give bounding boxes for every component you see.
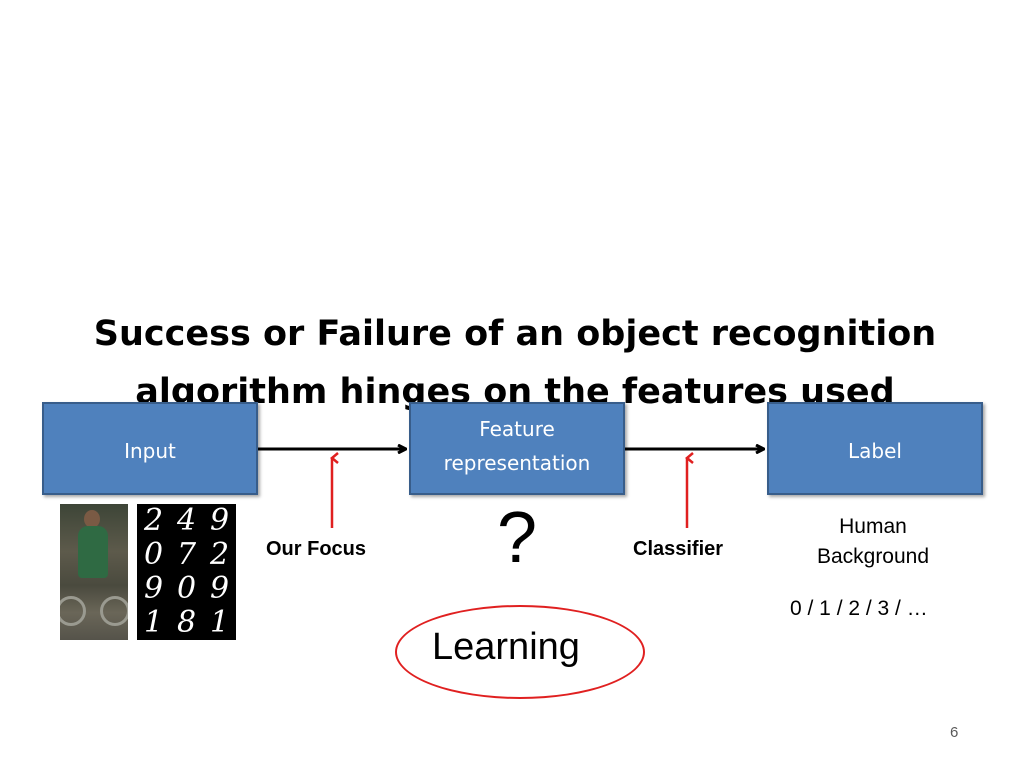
handwritten-digits-image: 2 4 9 0 7 2 9 0 9 1 8 1 [137,504,236,640]
slide-title: Success or Failure of an object recognit… [93,314,937,412]
learning-ellipse [395,605,645,699]
digit: 7 [176,537,197,572]
digit: 9 [143,571,164,606]
learning-label: Learning [432,626,580,668]
our-focus-label: Our Focus [266,538,367,560]
digit: 9 [209,503,230,538]
digit: 2 [143,503,164,538]
label-box-label: Label [848,439,902,463]
photo-person-shape [78,526,108,578]
human-background-label: Human Background [816,515,930,568]
feature-box-label: Feature representation [443,416,591,475]
label-box: Label [767,402,983,495]
digit: 8 [176,605,197,640]
input-box-label: Input [124,439,176,463]
digit: 0 [176,571,197,606]
digit: 1 [143,605,164,640]
question-mark: ? [497,498,538,578]
digit: 9 [209,571,230,606]
photo-wheel-shape [60,596,86,626]
cyclist-photo [60,504,128,640]
page-number: 6 [950,724,959,741]
input-box: Input [42,402,258,495]
photo-head-shape [84,510,100,528]
digit: 1 [209,605,230,640]
digit-class-labels: 0 / 1 / 2 / 3 / … [790,597,928,620]
digit: 2 [209,537,230,572]
digit: 4 [176,503,197,538]
photo-wheel-shape [100,596,128,626]
feature-representation-box: Feature representation [409,402,625,495]
digit: 0 [143,537,164,572]
classifier-label: Classifier [633,538,724,560]
